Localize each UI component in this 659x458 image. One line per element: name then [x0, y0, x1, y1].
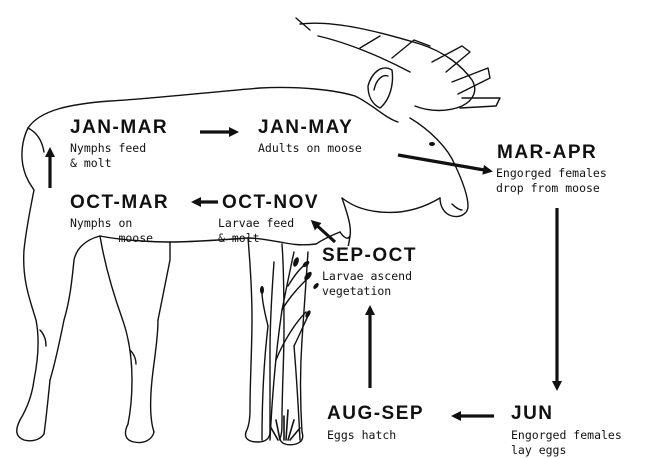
- desc-jan-mar: Nymphs feed & molt: [70, 141, 146, 171]
- desc-sep-oct: Larvae ascend vegetation: [320, 269, 414, 299]
- desc-aug-sep: Eggs hatch: [327, 428, 396, 443]
- desc-mar-apr: Engorged females drop from moose: [496, 166, 607, 196]
- desc-jun: Engorged females lay eggs: [511, 428, 622, 458]
- period-jun: JUN: [511, 404, 554, 423]
- desc-jan-may: Adults on moose: [258, 141, 362, 156]
- period-oct-mar: OCT-MAR: [70, 193, 169, 212]
- desc-oct-mar: Nymphs on moose: [70, 216, 153, 246]
- period-mar-apr: MAR-APR: [495, 143, 599, 162]
- period-oct-nov: OCT-NOV: [222, 193, 319, 212]
- period-sep-oct: SEP-OCT: [320, 246, 419, 265]
- period-aug-sep: AUG-SEP: [327, 404, 424, 423]
- period-jan-may: JAN-MAY: [258, 118, 353, 137]
- period-jan-mar: JAN-MAR: [70, 118, 168, 137]
- arrow-jan-may-to-mar-apr: [398, 155, 490, 171]
- desc-oct-nov: Larvae feed & molt: [218, 216, 294, 246]
